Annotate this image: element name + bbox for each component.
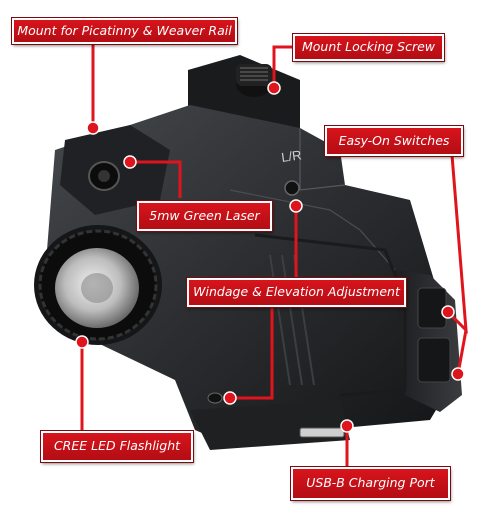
callout-windage-elevation: Windage & Elevation Adjustment xyxy=(187,278,406,307)
callout-locking-screw: Mount Locking Screw xyxy=(293,34,444,61)
leader-lines xyxy=(80,38,468,468)
callout-green-laser: 5mw Green Laser xyxy=(137,201,272,231)
device-mark: L/R xyxy=(280,147,302,165)
switch-upper xyxy=(417,287,447,329)
switch-lower xyxy=(417,337,451,383)
locking-screw-icon xyxy=(236,64,272,97)
callout-easy-on-switches: Easy-On Switches xyxy=(325,126,463,156)
callout-mount-rail: Mount for Picatinny & Weaver Rail xyxy=(12,18,237,44)
usb-port-icon xyxy=(299,427,345,438)
leader-dots xyxy=(75,81,465,433)
callout-cree-led: CREE LED Flashlight xyxy=(41,431,193,462)
callout-usb-port: USB-B Charging Port xyxy=(291,467,450,500)
led-flashlight-icon xyxy=(34,225,162,345)
windage-screw-icon xyxy=(284,180,300,196)
